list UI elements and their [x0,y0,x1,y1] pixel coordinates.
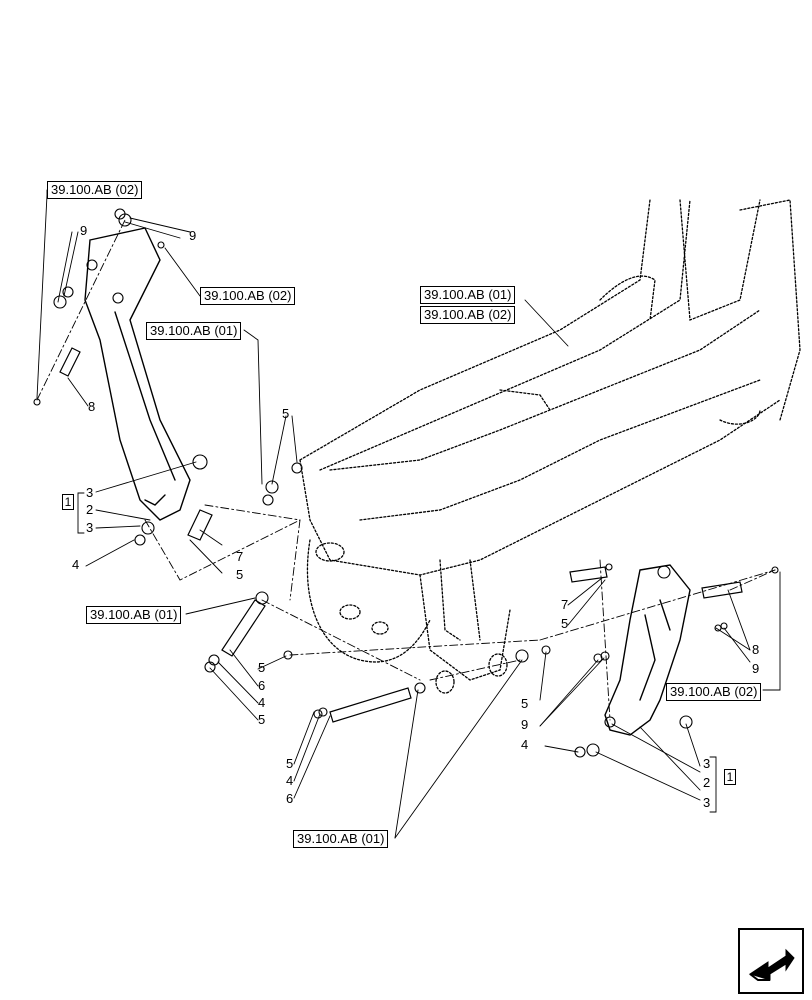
callout-5: 5 [282,406,290,421]
callout-4: 4 [72,557,80,572]
callout-6: 6 [286,791,294,806]
callout-8: 8 [752,642,760,657]
callout-3: 3 [703,756,711,771]
callout-9: 9 [752,661,760,676]
callout-3: 3 [86,520,94,535]
callout-5: 5 [236,567,244,582]
arrow-glyph [748,948,795,981]
callout-5: 5 [258,712,266,727]
callout-5: 5 [561,616,569,631]
pins [59,347,743,723]
callout-9: 9 [189,228,197,243]
ref-39-100-ab-01-bottom[interactable]: 39.100.AB (01) [293,830,389,848]
callout-5: 5 [258,660,266,675]
callout-4: 4 [258,695,266,710]
callout-5: 5 [521,696,529,711]
group-1-box: 1 [724,769,736,785]
callout-9: 9 [521,717,529,732]
callout-8: 8 [88,399,96,414]
callout-3: 3 [703,795,711,810]
callout-6: 6 [258,678,266,693]
left-arm [84,227,191,521]
callout-4: 4 [521,737,529,752]
callout-4: 4 [286,773,294,788]
group-1-box: 1 [62,494,74,510]
callout-2: 2 [703,775,711,790]
centerlines [36,219,776,721]
callout-5: 5 [286,756,294,771]
leader-lines [36,189,781,839]
ref-39-100-ab-02-top[interactable]: 39.100.AB (02) [47,181,143,199]
chassis-frame [299,199,801,694]
ref-39-100-ab-01-mid[interactable]: 39.100.AB (01) [86,606,182,624]
callout-7: 7 [561,597,569,612]
callout-9: 9 [80,223,88,238]
ref-39-100-ab-01-left[interactable]: 39.100.AB (01) [146,322,242,340]
ref-39-100-ab-02-pin[interactable]: 39.100.AB (02) [200,287,296,305]
next-page-arrow-icon[interactable] [738,928,804,994]
callout-2: 2 [86,502,94,517]
ref-39-100-ab-01-right[interactable]: 39.100.AB (01) [420,286,516,304]
bushings-and-rings [33,208,779,758]
right-arm [604,564,691,736]
ref-39-100-ab-02-far-right[interactable]: 39.100.AB (02) [666,683,762,701]
ref-39-100-ab-02-right[interactable]: 39.100.AB (02) [420,306,516,324]
callout-7: 7 [236,549,244,564]
callout-3: 3 [86,485,94,500]
